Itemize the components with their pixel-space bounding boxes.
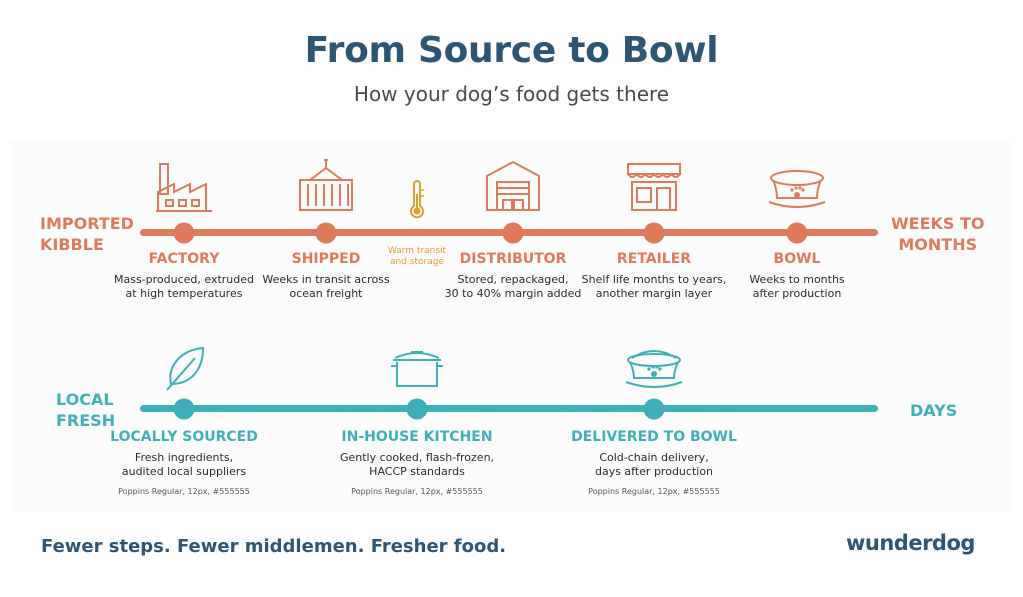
warm-transit-note: Warm transit and storage <box>387 246 447 267</box>
stage-retailer: RETAILER Shelf life months to years,anot… <box>581 251 727 300</box>
imported-kibble-label: IMPORTED KIBBLE <box>40 214 134 254</box>
retailer-dot <box>643 222 665 244</box>
local-fresh-label: LOCAL FRESH <box>56 390 116 430</box>
stage-locally-sourced: LOCALLY SOURCED Fresh ingredients,audite… <box>110 429 258 496</box>
kitchen-dot <box>406 398 428 420</box>
wunderdog-logo: wunderdog <box>846 531 975 555</box>
stage-distributor: DISTRIBUTOR Stored, repackaged,30 to 40%… <box>444 251 582 300</box>
cooking-pot-icon <box>391 351 443 387</box>
distributor-dot <box>502 222 524 244</box>
leaf-icon <box>166 346 205 391</box>
stage-in-house-kitchen: IN-HOUSE KITCHEN Gently cooked, flash-fr… <box>339 429 495 496</box>
local-timeline <box>140 405 878 412</box>
page-title: From Source to Bowl <box>304 30 719 71</box>
stage-delivered-to-bowl: DELIVERED TO BOWL Cold-chain delivery,da… <box>571 429 737 496</box>
bowl-dot <box>786 222 808 244</box>
locally-sourced-dot <box>173 398 195 420</box>
imported-duration-label: WEEKS TO MONTHS <box>891 214 985 254</box>
factory-icon <box>156 163 212 212</box>
warehouse-icon <box>486 160 540 211</box>
storefront-icon <box>627 163 681 211</box>
fresh-bowl-icon <box>625 350 683 388</box>
footer-tagline: Fewer steps. Fewer middlemen. Fresher fo… <box>41 536 507 557</box>
page-subtitle: How your dog’s food gets there <box>353 82 670 106</box>
shipped-dot <box>315 222 337 244</box>
delivered-dot <box>643 398 665 420</box>
thermometer-icon <box>410 180 424 219</box>
dog-bowl-icon <box>768 170 826 208</box>
shipping-container-icon <box>299 159 353 211</box>
factory-dot <box>173 222 195 244</box>
local-duration-label: DAYS <box>910 401 958 420</box>
